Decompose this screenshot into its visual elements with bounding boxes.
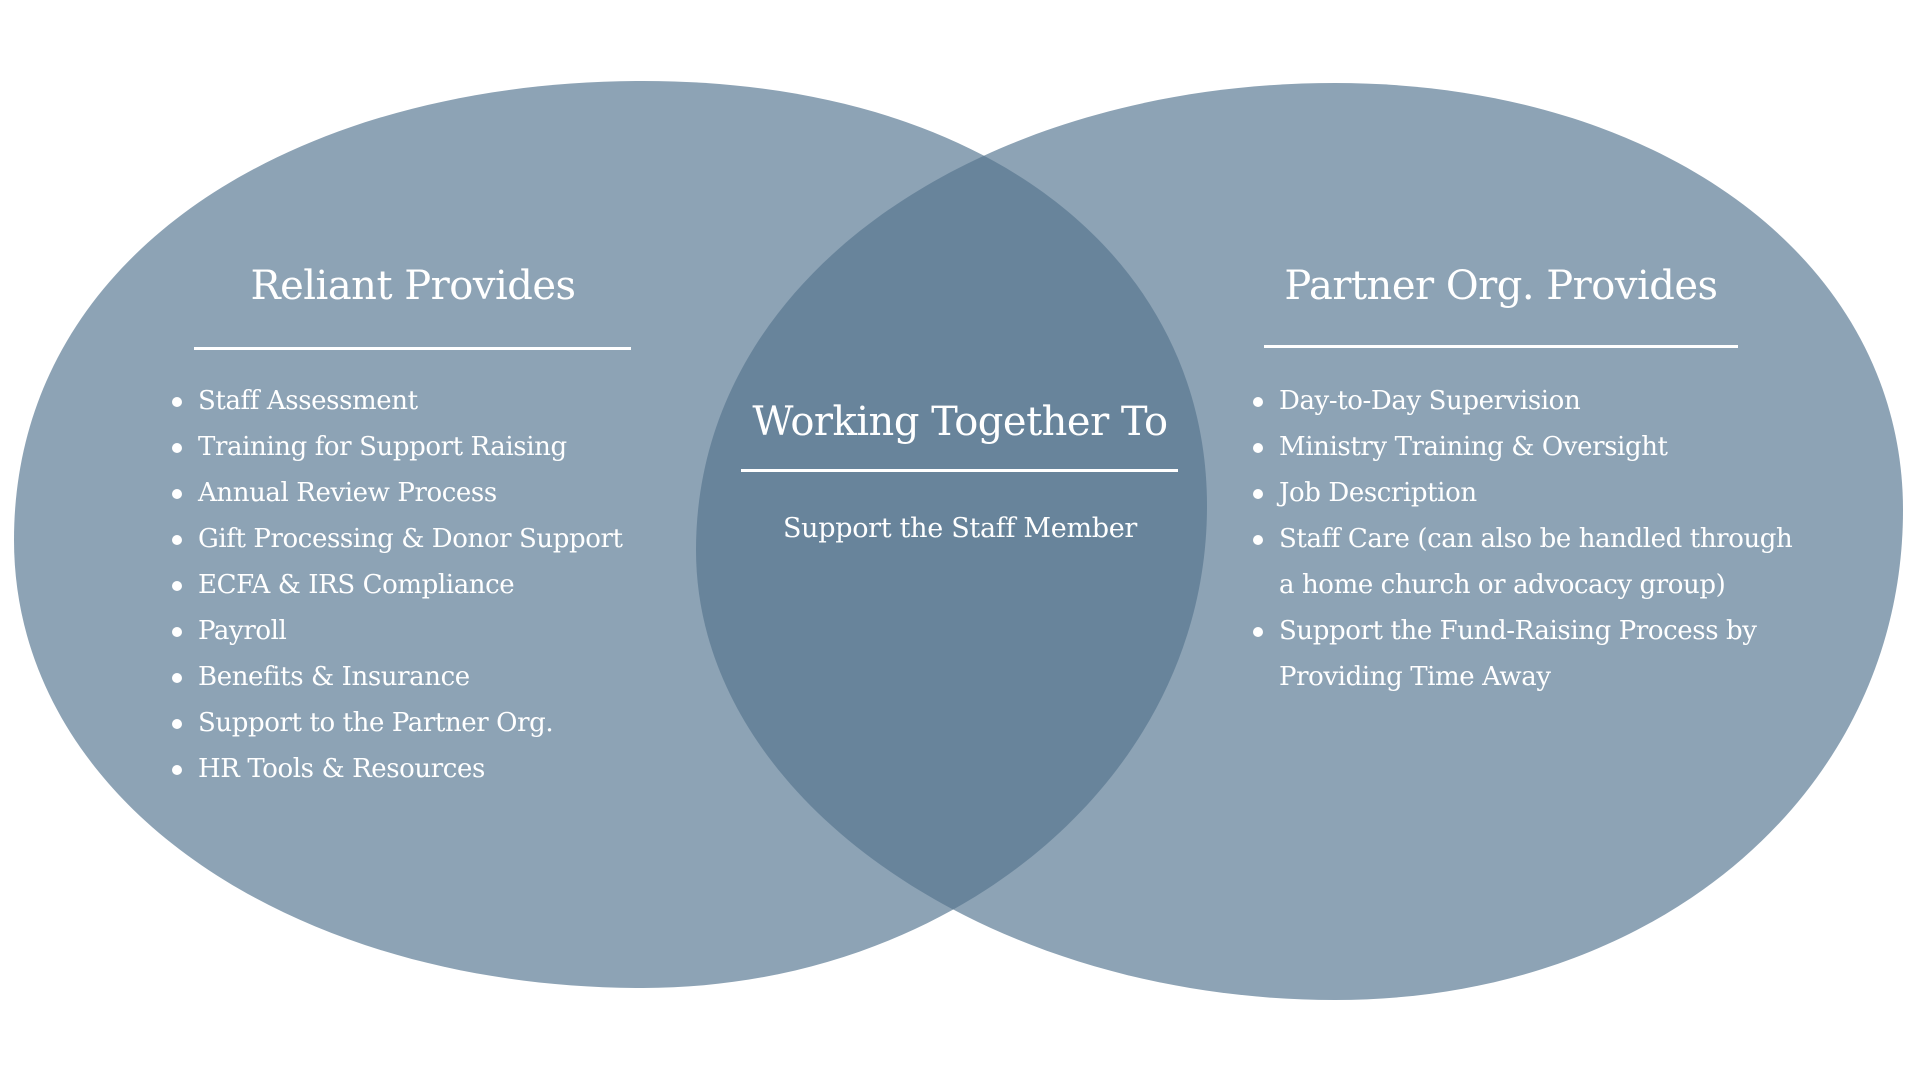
bullet-icon [1253, 535, 1263, 545]
left-list-item: ECFA & IRS Compliance [172, 562, 623, 608]
bullet-icon [172, 627, 182, 637]
list-item-text: ECFA & IRS Compliance [198, 570, 515, 600]
bullet-icon [172, 397, 182, 407]
list-item-text: Support to the Partner Org. [198, 708, 554, 738]
bullet-icon [1253, 627, 1263, 637]
list-item-text: Gift Processing & Donor Support [198, 524, 623, 554]
left-list-item: Payroll [172, 608, 623, 654]
right-list-item: Ministry Training & Oversight [1253, 424, 1792, 470]
bullet-icon [172, 581, 182, 591]
bullet-icon [172, 535, 182, 545]
bullet-icon [1253, 443, 1263, 453]
overlap-region [696, 83, 1207, 988]
bullet-icon [172, 673, 182, 683]
list-item-text: Annual Review Process [198, 478, 497, 508]
left-list-item: Annual Review Process [172, 470, 623, 516]
center-title-divider [741, 469, 1178, 472]
right-list-item: Job Description [1253, 470, 1792, 516]
bullet-icon [1253, 397, 1263, 407]
left-title-divider [194, 347, 631, 350]
list-item-text: Ministry Training & Oversight [1279, 432, 1668, 462]
right-list-item: Day-to-Day Supervision [1253, 378, 1792, 424]
left-list-item: HR Tools & Resources [172, 746, 623, 792]
list-item-text: Training for Support Raising [198, 432, 567, 462]
bullet-icon [1253, 489, 1263, 499]
bullet-icon [172, 489, 182, 499]
list-item-text: Providing Time Away [1279, 662, 1551, 692]
right-title: Partner Org. Provides [1284, 263, 1718, 309]
center-title: Working Together To [752, 399, 1168, 445]
left-title: Reliant Provides [250, 263, 576, 309]
left-list-item: Training for Support Raising [172, 424, 623, 470]
list-item-text: a home church or advocacy group) [1279, 570, 1726, 600]
right-list-item: Support the Fund-Raising Process by Provi… [1253, 608, 1792, 700]
center-subtitle: Support the Staff Member [782, 513, 1138, 544]
list-item-text: Staff Assessment [198, 386, 418, 416]
list-item-text: Day-to-Day Supervision [1279, 386, 1581, 416]
list-item-text: HR Tools & Resources [198, 754, 485, 784]
right-title-divider [1264, 345, 1738, 348]
list-item-text: Staff Care (can also be handled through [1279, 524, 1793, 554]
list-item-text: Benefits & Insurance [198, 662, 470, 692]
left-list-item: Staff Assessment [172, 378, 623, 424]
list-item-text: Payroll [198, 616, 287, 646]
list-item-text: Support the Fund-Raising Process by [1279, 616, 1757, 646]
list-item-text: Job Description [1279, 478, 1477, 508]
left-list-item: Benefits & Insurance [172, 654, 623, 700]
bullet-icon [172, 765, 182, 775]
left-list-item: Support to the Partner Org. [172, 700, 623, 746]
bullet-icon [172, 443, 182, 453]
bullet-icon [172, 719, 182, 729]
right-list-item: Staff Care (can also be handled through a… [1253, 516, 1793, 608]
left-list-item: Gift Processing & Donor Support [172, 516, 623, 562]
